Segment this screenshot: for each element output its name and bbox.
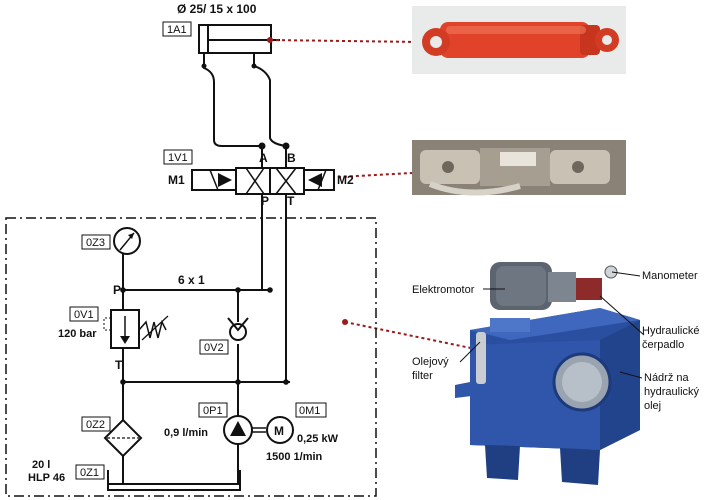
valve-id-box [163,149,193,165]
relief-setting: 120 bar [58,328,97,340]
check-id-box [199,339,229,355]
cylinder-id: 1A1 [167,24,187,36]
pump-flow: 0,9 l/min [164,427,208,439]
label-elektromotor: Elektromotor [412,284,475,296]
tank-id: 0Z1 [80,467,99,479]
power-unit-boundary [5,217,377,497]
valve-port-p: P [261,194,269,208]
motor-id: 0M1 [299,405,320,417]
valve-photo [412,140,626,196]
tank-volume: 20 l [32,459,50,471]
relief-port-t: T [115,358,123,372]
cylinder-id-box [162,21,192,37]
gauge-id-box [81,234,111,250]
valve-id: 1V1 [168,152,188,164]
label-filter-2: filter [412,370,433,382]
label-manometer: Manometer [642,270,698,282]
tank-oil: HLP 46 [28,472,65,484]
solenoid-m1-label: M1 [168,173,185,187]
power-unit-pipes [108,194,290,485]
label-filter-1: Olejový [412,356,449,368]
pump-motor: 0P1 0,9 l/min M 0M1 0,25 kW 1500 1/min [164,402,339,463]
pump-id: 0P1 [203,405,223,417]
cylinder-spec: Ø 25/ 15 x 100 [177,2,257,16]
photo-callout-lines [459,271,645,379]
pressure-gauge: 0Z3 [81,227,141,255]
cylinder-symbol: Ø 25/ 15 x 100 1A1 [162,2,280,69]
motor-id-box [295,402,327,418]
motor-power: 0,25 kW [297,433,339,445]
relief-port-p: P [113,283,121,297]
valve-port-t: T [287,194,295,208]
valve-port-a: A [259,151,268,165]
tank-id-box [75,464,105,480]
leader-lines [269,39,491,353]
check-valve: 0V2 [199,317,249,355]
motor-speed: 1500 1/min [266,451,323,463]
solenoid-m2-label: M2 [337,173,354,187]
motor-symbol: M [274,424,284,438]
check-id: 0V2 [204,342,224,354]
filter-id-box [81,416,111,432]
tank-symbol: 20 l HLP 46 0Z1 [28,459,241,491]
label-pump-2: čerpadlo [642,339,684,351]
label-tank-1: Nádrž na [644,372,690,384]
label-pump-1: Hydraulické [642,325,699,337]
valve-port-b: B [287,151,296,165]
pump-id-box [198,402,228,418]
cylinder-photo [412,6,626,74]
pipes-cylinder-valve [203,65,290,168]
filter-id: 0Z2 [86,419,105,431]
label-tank-3: olej [644,400,661,412]
relief-valve: P 0V1 120 bar T [58,283,169,372]
label-tank-2: hydraulický [644,386,700,398]
gauge-id: 0Z3 [86,237,105,249]
valve-symbol: 1V1 A B M1 M2 P T [163,149,354,208]
relief-id-box [69,306,99,322]
relief-id: 0V1 [74,309,94,321]
oil-filter-symbol: 0Z2 [81,416,143,458]
pipe-size-label: 6 x 1 [178,273,205,287]
power-unit-photo [455,262,640,485]
